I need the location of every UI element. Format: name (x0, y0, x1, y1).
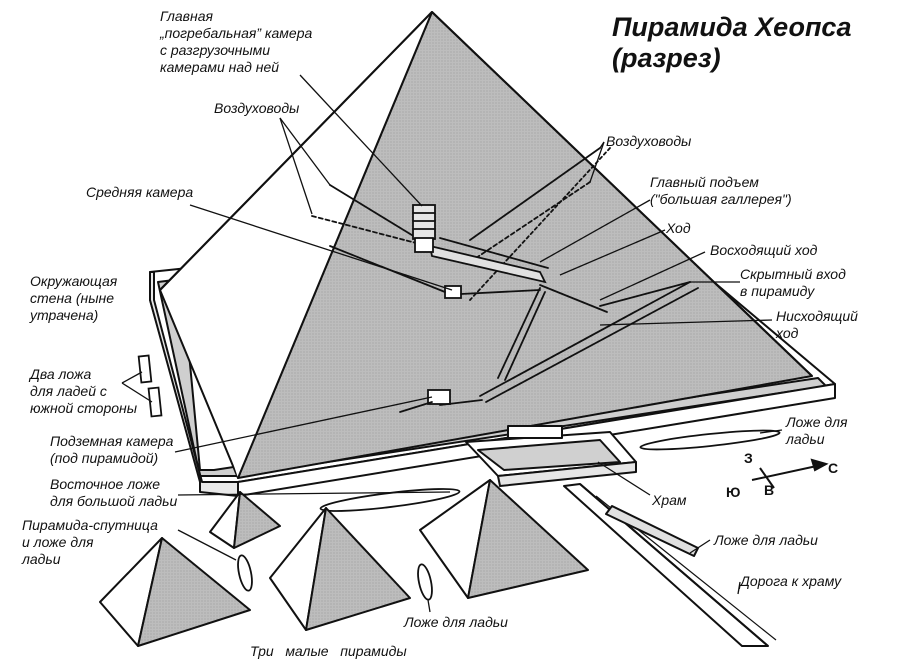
leader-lines (121, 74, 783, 613)
label-air-shafts-right: Воздуховоды (606, 133, 692, 149)
compass-east: В (764, 482, 775, 498)
label-enclosure-wall: Окружающая стена (ныне утрачена) (30, 273, 118, 323)
label-subterranean-chamber: Подземная камера (под пирамидой) (50, 433, 174, 466)
label-grand-gallery: Главный подъем ("большая галлерея") (650, 174, 792, 207)
compass-south: Ю (726, 484, 741, 500)
label-boat-pit-bottom: Ложе для ладьи (404, 614, 508, 630)
compass-north: С (828, 460, 839, 476)
label-satellite-pyramid: Пирамида-спутница и ложе для ладьи (22, 517, 158, 567)
compass-arrow (751, 458, 829, 489)
label-causeway: Дорога к храму (740, 573, 842, 589)
label-air-shafts-left: Воздуховоды (214, 100, 300, 116)
boat-pits (137, 354, 781, 601)
label-temple: Храм (652, 492, 687, 508)
internal-passages (311, 147, 699, 413)
label-boat-pit-causeway: Ложе для ладьи (714, 532, 818, 548)
label-south-boat-pits: Два ложа для ладей с южной стороны (30, 366, 138, 416)
label-middle-chamber: Средняя камера (86, 184, 194, 200)
label-three-small-pyramids: Три малые пирамиды (250, 643, 407, 659)
label-east-boat-pit: Восточное ложе для большой ладьи (50, 476, 178, 509)
label-ascending-passage: Восходящий ход (710, 242, 818, 258)
diagram-title: Пирамида Хеопса (разрез) (612, 12, 852, 73)
label-boat-pit-right: Ложе для ладьи (786, 414, 848, 447)
temple-complex (465, 425, 777, 647)
label-hidden-entrance: Скрытный вход в пирамиду (740, 266, 846, 299)
great-pyramid (159, 11, 813, 479)
label-king-chamber: Главная „погребальная” камера с разгрузо… (160, 8, 313, 75)
label-descending-passage: Нисходящий ход (776, 308, 858, 341)
compass-west: З (744, 450, 753, 466)
small-pyramids (99, 479, 589, 647)
label-passage: Ход (666, 220, 691, 236)
